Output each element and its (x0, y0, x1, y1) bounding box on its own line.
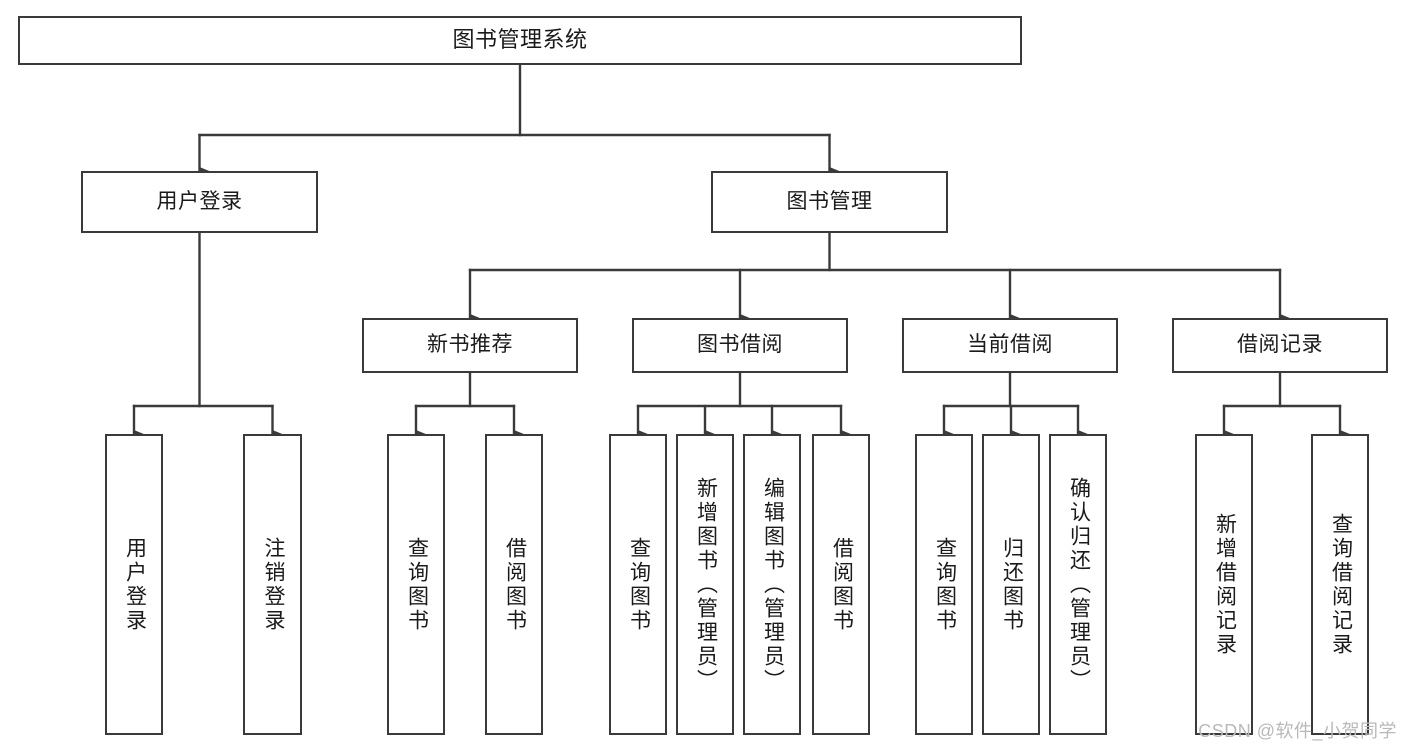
node-leaf-return-book[interactable]: 归还图书 (982, 434, 1040, 735)
node-leaf-edit-book[interactable]: 编辑图书（管理员） (743, 434, 801, 735)
node-leaf-query-record[interactable]: 查询借阅记录 (1311, 434, 1369, 735)
node-label-leaf-query-book-2: 查询图书 (627, 536, 651, 633)
node-label-root: 图书管理系统 (452, 27, 588, 53)
node-root[interactable]: 图书管理系统 (18, 16, 1022, 65)
node-newbook[interactable]: 新书推荐 (362, 318, 578, 373)
node-label-leaf-borrow-book-1: 借阅图书 (503, 536, 527, 633)
node-label-leaf-query-book-1: 查询图书 (405, 536, 429, 633)
node-label-leaf-edit-book: 编辑图书（管理员） (761, 476, 785, 693)
node-label-newbook: 新书推荐 (427, 333, 513, 357)
node-label-leaf-user-login: 用户登录 (123, 536, 147, 633)
node-leaf-confirm-return[interactable]: 确认归还（管理员） (1049, 434, 1107, 735)
node-label-borrow: 图书借阅 (697, 333, 783, 357)
node-current[interactable]: 当前借阅 (902, 318, 1118, 373)
node-label-records: 借阅记录 (1237, 333, 1323, 357)
node-label-leaf-query-record: 查询借阅记录 (1329, 512, 1353, 657)
node-bookmgmt[interactable]: 图书管理 (711, 171, 948, 233)
node-label-login: 用户登录 (156, 189, 243, 213)
edge-layer (132, 63, 1350, 439)
node-leaf-query-book-3[interactable]: 查询图书 (915, 434, 973, 735)
node-label-leaf-add-book: 新增图书（管理员） (694, 476, 718, 693)
node-label-leaf-query-book-3: 查询图书 (933, 536, 957, 633)
node-login[interactable]: 用户登录 (81, 171, 318, 233)
node-leaf-logout[interactable]: 注销登录 (243, 434, 302, 735)
node-leaf-query-book-1[interactable]: 查询图书 (387, 434, 445, 735)
node-leaf-borrow-book-2[interactable]: 借阅图书 (812, 434, 870, 735)
node-leaf-borrow-book-1[interactable]: 借阅图书 (485, 434, 543, 735)
node-label-current: 当前借阅 (967, 333, 1053, 357)
node-label-leaf-logout: 注销登录 (261, 536, 285, 633)
node-leaf-query-book-2[interactable]: 查询图书 (609, 434, 667, 735)
watermark-text: CSDN @软件_小贺同学 (1198, 721, 1397, 741)
node-records[interactable]: 借阅记录 (1172, 318, 1388, 373)
node-leaf-add-record[interactable]: 新增借阅记录 (1195, 434, 1253, 735)
node-label-leaf-confirm-return: 确认归还（管理员） (1067, 476, 1091, 693)
node-borrow[interactable]: 图书借阅 (632, 318, 848, 373)
node-leaf-user-login[interactable]: 用户登录 (105, 434, 163, 735)
node-label-leaf-return-book: 归还图书 (1000, 536, 1024, 633)
node-label-leaf-borrow-book-2: 借阅图书 (830, 536, 854, 633)
node-leaf-add-book[interactable]: 新增图书（管理员） (676, 434, 734, 735)
node-label-leaf-add-record: 新增借阅记录 (1213, 512, 1237, 657)
node-label-bookmgmt: 图书管理 (786, 189, 873, 213)
